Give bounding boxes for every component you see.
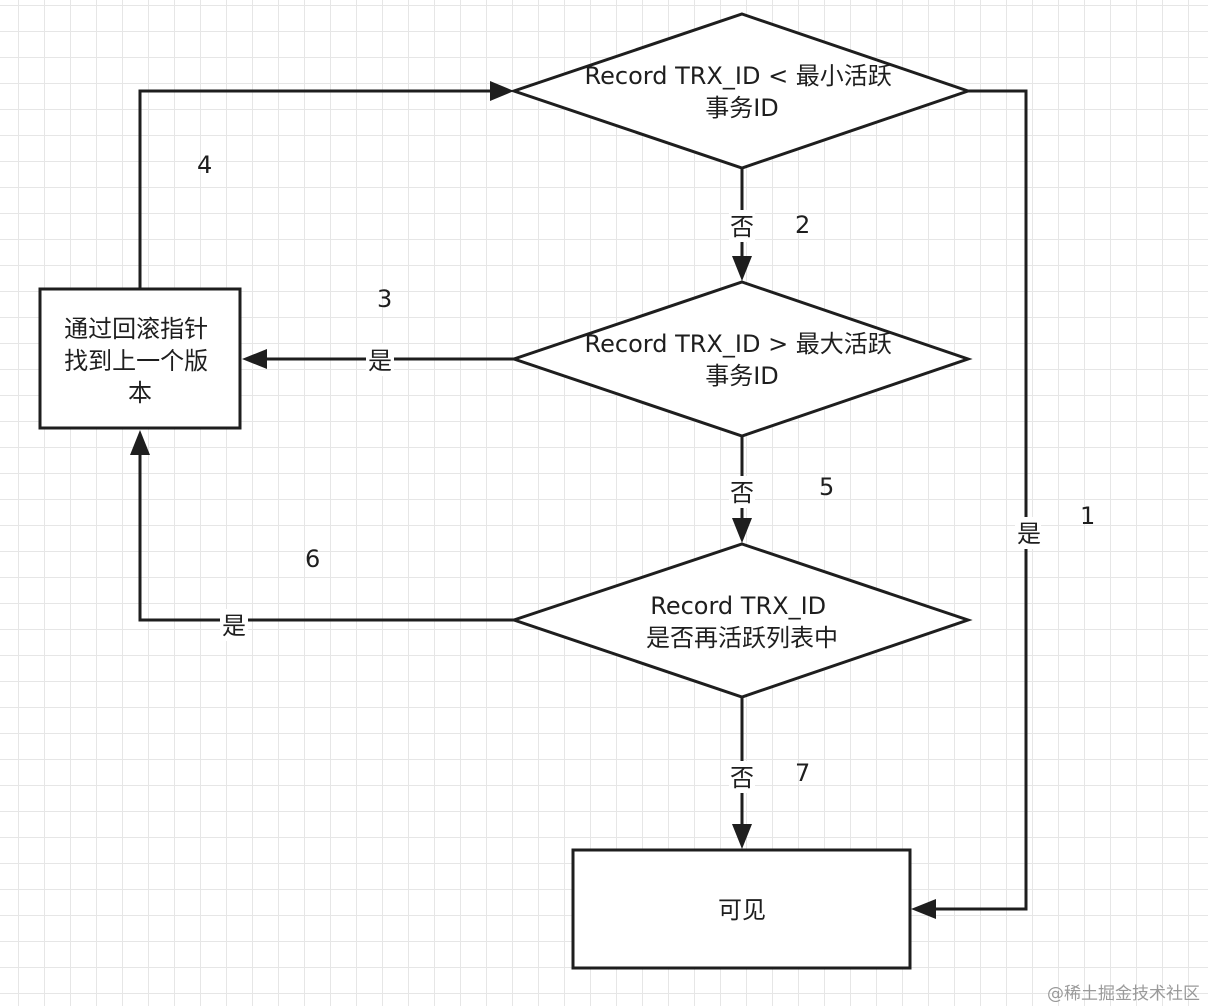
decision-min-active-line2: 事务ID bbox=[705, 94, 779, 122]
process-rollback bbox=[38, 287, 242, 430]
decision-in-active-list-line1: Record TRX_ID bbox=[650, 592, 826, 620]
terminal-visible-text: 可见 bbox=[718, 896, 766, 924]
edge-label-no-5: 否 bbox=[730, 479, 754, 507]
edge-label-yes-3: 是 bbox=[368, 347, 392, 375]
decision-in-active-list-text: Record TRX_ID 是否再活跃列表中 bbox=[646, 592, 838, 652]
watermark: @稀土掘金技术社区 bbox=[1047, 984, 1200, 1004]
decision-in-active-list-line2: 是否再活跃列表中 bbox=[646, 624, 838, 652]
terminal-visible bbox=[571, 848, 912, 970]
step-number-3: 3 bbox=[377, 285, 392, 313]
edge-label-yes-1: 是 bbox=[1017, 520, 1041, 548]
process-rollback-text: 通过回滚指针 找到上一个版 本 bbox=[64, 315, 216, 407]
decision-max-active bbox=[509, 280, 973, 438]
edge-label-no-2: 否 bbox=[730, 213, 754, 241]
step-number-6: 6 bbox=[305, 545, 320, 573]
step-number-1: 1 bbox=[1080, 502, 1095, 530]
step-number-7: 7 bbox=[795, 759, 810, 787]
process-rollback-line2: 找到上一个版 bbox=[64, 347, 208, 375]
decision-min-active-text: Record TRX_ID < 最小活跃 事务ID bbox=[585, 62, 900, 122]
edge-label-yes-6: 是 bbox=[222, 612, 246, 640]
step-number-4: 4 bbox=[197, 151, 212, 179]
edge-min-to-visible bbox=[934, 89, 1028, 911]
decision-in-active-list bbox=[509, 542, 973, 699]
edge-label-no-7: 否 bbox=[730, 764, 754, 792]
step-number-5: 5 bbox=[819, 473, 834, 501]
decision-min-active bbox=[509, 12, 973, 170]
edge-rollback-to-min bbox=[138, 89, 492, 288]
process-rollback-line1: 通过回滚指针 bbox=[64, 315, 208, 343]
decision-max-active-line1: Record TRX_ID > 最大活跃 bbox=[585, 330, 892, 358]
edge-active-to-rollback bbox=[138, 453, 514, 622]
arrowhead bbox=[732, 518, 752, 543]
arrowhead bbox=[911, 899, 936, 919]
arrowhead bbox=[732, 256, 752, 281]
arrowhead bbox=[732, 824, 752, 849]
arrowhead bbox=[130, 430, 150, 455]
process-rollback-line3: 本 bbox=[128, 379, 152, 407]
decision-max-active-line2: 事务ID bbox=[705, 362, 779, 390]
decision-max-active-text: Record TRX_ID > 最大活跃 事务ID bbox=[585, 330, 900, 390]
arrowhead bbox=[490, 81, 514, 101]
step-number-2: 2 bbox=[795, 211, 810, 239]
arrowhead bbox=[242, 349, 267, 369]
decision-min-active-line1: Record TRX_ID < 最小活跃 bbox=[585, 62, 892, 90]
